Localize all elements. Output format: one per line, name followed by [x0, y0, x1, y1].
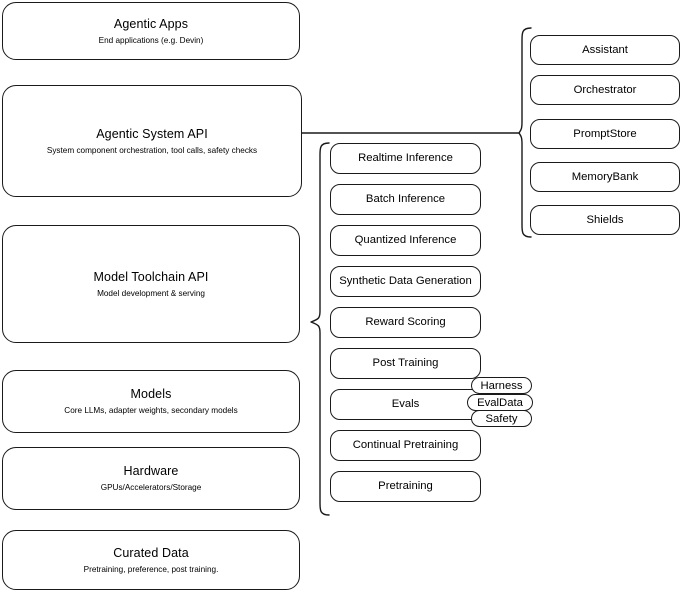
component-label: Shields [586, 213, 624, 226]
component-label: Batch Inference [365, 193, 446, 205]
system-component-assistant[interactable]: Assistant [530, 35, 680, 65]
component-label: Reward Scoring [365, 316, 446, 328]
layer-subtitle: Model development & serving [97, 288, 205, 298]
layer-agentic-apps[interactable]: Agentic Apps End applications (e.g. Devi… [2, 2, 300, 60]
pill-label: EvalData [477, 396, 523, 409]
component-evals[interactable]: Evals [330, 389, 481, 420]
component-label: Post Training [372, 357, 439, 369]
component-label: Evals [391, 398, 420, 410]
component-label: Continual Pretraining [352, 439, 459, 451]
component-label: Quantized Inference [354, 234, 457, 246]
component-batch-inference[interactable]: Batch Inference [330, 184, 481, 215]
layer-title: Agentic Apps [113, 16, 189, 31]
layer-model-toolchain-api[interactable]: Model Toolchain API Model development & … [2, 225, 300, 343]
component-label: Realtime Inference [358, 152, 453, 164]
layer-subtitle: GPUs/Accelerators/Storage [100, 483, 202, 492]
component-label: Pretraining [378, 480, 433, 492]
system-component-orchestrator[interactable]: Orchestrator [530, 75, 680, 105]
layer-title: Curated Data [113, 545, 189, 560]
layer-title: Models [130, 387, 172, 401]
layer-subtitle: End applications (e.g. Devin) [98, 35, 204, 45]
layer-models[interactable]: Models Core LLMs, adapter weights, secon… [2, 370, 300, 433]
component-label: Synthetic Data Generation [339, 275, 472, 287]
brace-toolchain-components [310, 142, 330, 516]
layer-title: Hardware [123, 464, 179, 478]
layer-agentic-system-api[interactable]: Agentic System API System component orch… [2, 85, 302, 197]
layer-curated-data[interactable]: Curated Data Pretraining, preference, po… [2, 530, 300, 590]
component-label: MemoryBank [571, 170, 639, 183]
component-realtime-inference[interactable]: Realtime Inference [330, 143, 481, 174]
component-quantized-inference[interactable]: Quantized Inference [330, 225, 481, 256]
layer-hardware[interactable]: Hardware GPUs/Accelerators/Storage [2, 447, 300, 510]
component-synthetic-data-generation[interactable]: Synthetic Data Generation [330, 266, 481, 297]
component-label: Assistant [582, 43, 628, 56]
evals-subcomponent-safety[interactable]: Safety [471, 410, 532, 427]
component-reward-scoring[interactable]: Reward Scoring [330, 307, 481, 338]
pill-label: Safety [485, 412, 518, 425]
layer-subtitle: Pretraining, preference, post training. [83, 564, 219, 574]
component-pretraining[interactable]: Pretraining [330, 471, 481, 502]
system-component-shields[interactable]: Shields [530, 205, 680, 235]
component-continual-pretraining[interactable]: Continual Pretraining [330, 430, 481, 461]
component-label: Orchestrator [573, 83, 637, 96]
component-post-training[interactable]: Post Training [330, 348, 481, 379]
system-component-memorybank[interactable]: MemoryBank [530, 162, 680, 192]
layer-title: Model Toolchain API [93, 269, 209, 284]
pill-label: Harness [480, 379, 523, 392]
component-label: PromptStore [573, 127, 637, 140]
layer-title: Agentic System API [96, 126, 208, 141]
evals-subcomponent-harness[interactable]: Harness [471, 377, 532, 394]
layer-subtitle: System component orchestration, tool cal… [46, 145, 258, 155]
system-component-promptstore[interactable]: PromptStore [530, 119, 680, 149]
layer-subtitle: Core LLMs, adapter weights, secondary mo… [64, 406, 238, 415]
evals-subcomponent-evaldata[interactable]: EvalData [467, 394, 533, 411]
